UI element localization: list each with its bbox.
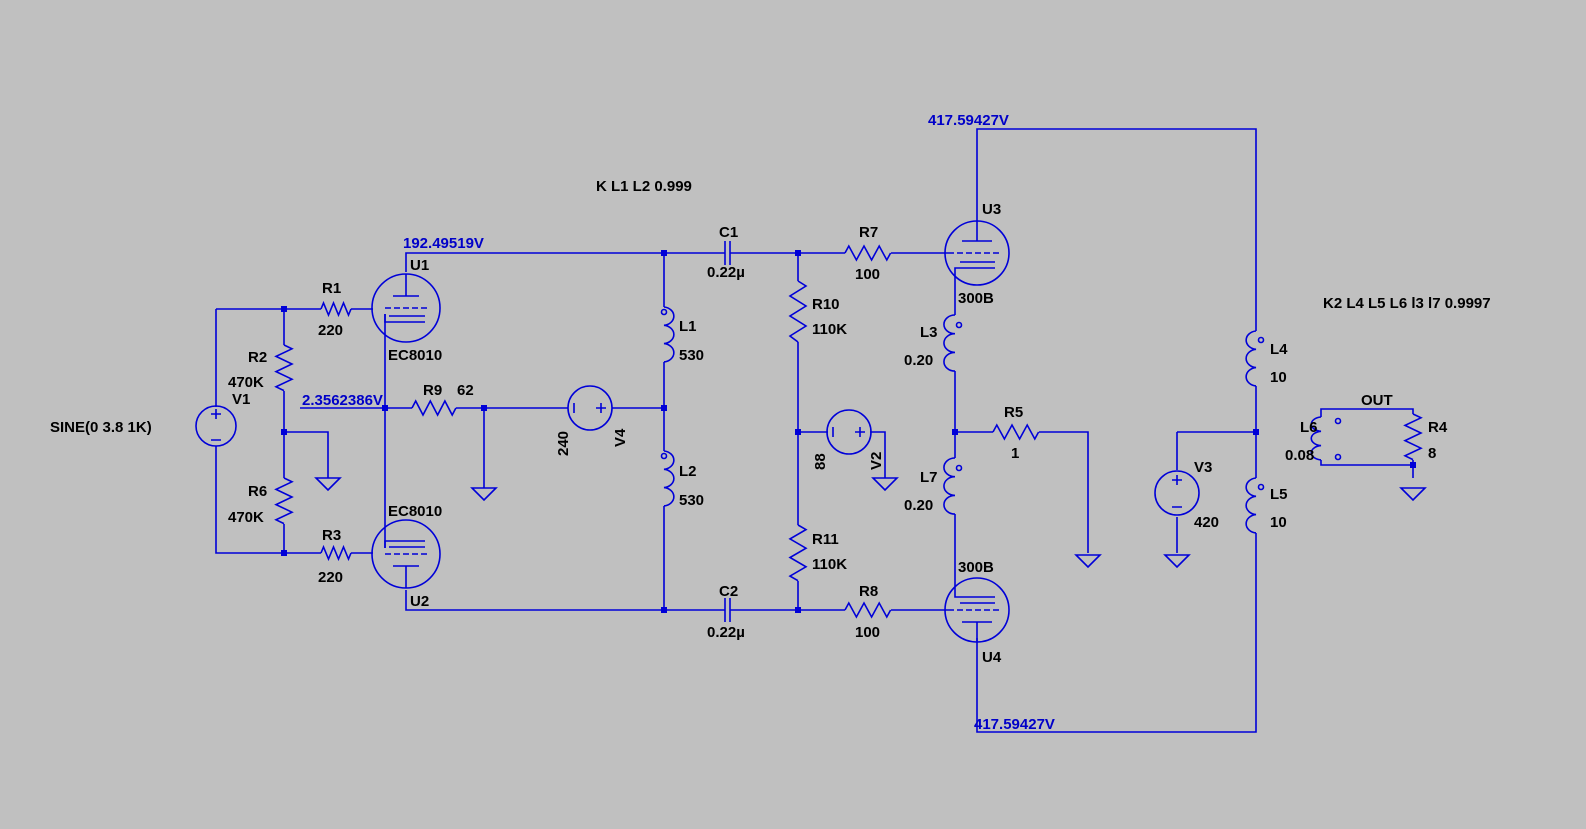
l7-value[interactable]: 0.20 [904,497,933,514]
coupling-directive-k2[interactable]: K2 L4 L5 L6 l3 l7 0.9997 [1323,295,1491,312]
inductor-symbols [660,306,1342,534]
l4-value[interactable]: 10 [1270,369,1287,386]
u1-name[interactable]: U1 [410,257,429,274]
u4-name[interactable]: U4 [982,649,1002,666]
voltage-label-u1-plate[interactable]: 192.49519V [403,235,484,252]
r4-value[interactable]: 8 [1428,445,1436,462]
voltage-sources [195,385,1200,516]
r3-value[interactable]: 220 [318,569,343,586]
v3-value[interactable]: 420 [1194,514,1219,531]
c1-value[interactable]: 0.22µ [707,264,745,281]
tube-symbols [371,220,1010,643]
r1-name[interactable]: R1 [322,280,341,297]
coupling-directive-k[interactable]: K L1 L2 0.999 [596,178,692,195]
r3-name[interactable]: R3 [322,527,341,544]
r4-name[interactable]: R4 [1428,419,1448,436]
voltage-label-u1-cathode[interactable]: 2.3562386V [302,392,383,409]
v3-name[interactable]: V3 [1194,459,1212,476]
u4-model[interactable]: 300B [958,559,994,576]
u3-name[interactable]: U3 [982,201,1001,218]
l1-name[interactable]: L1 [679,318,697,335]
capacitor-symbols [721,241,734,622]
l2-value[interactable]: 530 [679,492,704,509]
junctions [281,250,1416,613]
l3-value[interactable]: 0.20 [904,352,933,369]
v2-value[interactable]: 88 [812,453,829,470]
v1-value[interactable]: SINE(0 3.8 1K) [50,419,152,436]
r2-value[interactable]: 470K [228,374,264,391]
l1-value[interactable]: 530 [679,347,704,364]
l3-name[interactable]: L3 [920,324,938,341]
l5-value[interactable]: 10 [1270,514,1287,531]
l5-name[interactable]: L5 [1270,486,1288,503]
c2-value[interactable]: 0.22µ [707,624,745,641]
r11-value[interactable]: 110K [812,556,847,573]
r5-value[interactable]: 1 [1011,445,1019,462]
v4-name[interactable]: V4 [612,428,629,447]
l6-name[interactable]: L6 [1300,419,1318,436]
r6-name[interactable]: R6 [248,483,267,500]
ground-symbols [314,477,1427,569]
u3-model[interactable]: 300B [958,290,994,307]
r8-value[interactable]: 100 [855,624,880,641]
r7-name[interactable]: R7 [859,224,878,241]
v1-name[interactable]: V1 [232,391,250,408]
wires [215,128,1414,733]
l2-name[interactable]: L2 [679,463,697,480]
l6-value[interactable]: 0.08 [1285,447,1314,464]
l4-name[interactable]: L4 [1270,341,1288,358]
r9-value[interactable]: 62 [457,382,474,399]
r11-name[interactable]: R11 [812,531,839,548]
net-label-top-supply[interactable]: 417.59427V [928,112,1009,129]
r1-value[interactable]: 220 [318,322,343,339]
c1-name[interactable]: C1 [719,224,738,241]
u2-name[interactable]: U2 [410,593,429,610]
r6-value[interactable]: 470K [228,509,264,526]
v2-name[interactable]: V2 [868,452,885,470]
v4-value[interactable]: 240 [555,431,572,456]
r10-name[interactable]: R10 [812,296,840,313]
r7-value[interactable]: 100 [855,266,880,283]
net-label-bottom-supply[interactable]: 417.59427V [974,716,1055,733]
r5-name[interactable]: R5 [1004,404,1023,421]
r9-name[interactable]: R9 [423,382,442,399]
l7-name[interactable]: L7 [920,469,938,486]
net-label-out[interactable]: OUT [1361,392,1393,409]
u2-model[interactable]: EC8010 [388,503,442,520]
u1-model[interactable]: EC8010 [388,347,442,364]
r2-name[interactable]: R2 [248,349,267,366]
r8-name[interactable]: R8 [859,583,878,600]
r10-value[interactable]: 110K [812,321,847,338]
c2-name[interactable]: C2 [719,583,738,600]
resistor-symbols [274,244,1423,619]
